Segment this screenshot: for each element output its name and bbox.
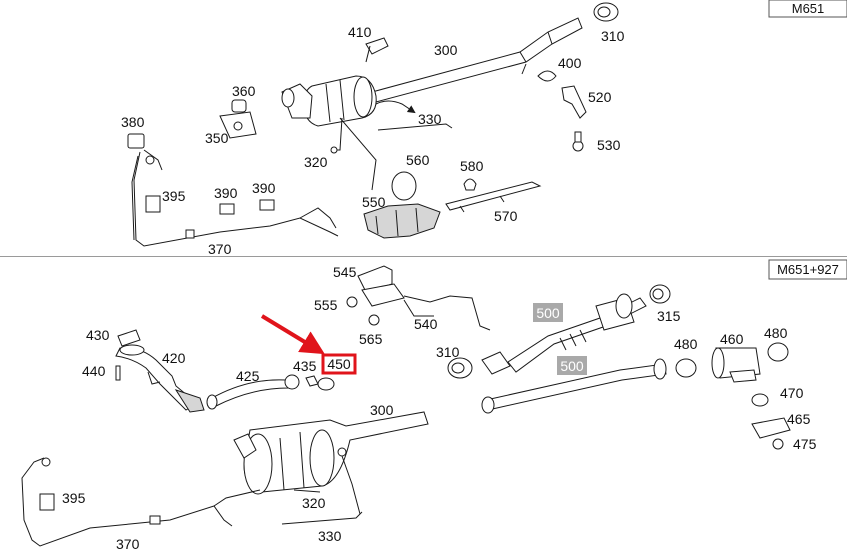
svg-text:M651+927: M651+927 — [777, 262, 839, 277]
section-tag-m651[interactable]: M651 — [768, 0, 847, 18]
part-label-480-b[interactable]: 480 — [674, 336, 698, 352]
part-label-460[interactable]: 460 — [720, 331, 744, 347]
svg-text:450: 450 — [327, 356, 351, 372]
part-label-390-b[interactable]: 390 — [252, 180, 276, 196]
part-label-560[interactable]: 560 — [406, 152, 430, 168]
part-label-540[interactable]: 540 — [414, 316, 438, 332]
part-label-430[interactable]: 430 — [86, 327, 110, 343]
part-label-500-lower[interactable]: 500 — [557, 356, 587, 375]
highlight-arrow — [260, 314, 325, 355]
part-label-520[interactable]: 520 — [588, 89, 612, 105]
top-assembly — [127, 2, 619, 247]
part-label-565[interactable]: 565 — [359, 331, 383, 347]
part-label-470[interactable]: 470 — [780, 385, 804, 401]
part-label-395[interactable]: 395 — [62, 490, 86, 506]
labels-top: 410 300 310 400 520 530 330 360 350 380 … — [121, 24, 625, 257]
part-label-330[interactable]: 330 — [318, 528, 342, 544]
part-label-475[interactable]: 475 — [793, 436, 817, 452]
part-label-370[interactable]: 370 — [116, 536, 140, 552]
part-label-330[interactable]: 330 — [418, 111, 442, 127]
part-label-310[interactable]: 310 — [436, 344, 460, 360]
part-label-555[interactable]: 555 — [314, 297, 338, 313]
part-label-425[interactable]: 425 — [236, 368, 260, 384]
part-label-350[interactable]: 350 — [205, 130, 229, 146]
part-label-530[interactable]: 530 — [597, 137, 621, 153]
part-label-450-highlighted[interactable]: 450 — [321, 353, 357, 375]
part-label-370[interactable]: 370 — [208, 241, 232, 257]
part-label-395[interactable]: 395 — [162, 188, 186, 204]
part-label-310[interactable]: 310 — [601, 28, 625, 44]
part-label-315[interactable]: 315 — [657, 308, 681, 324]
part-label-380[interactable]: 380 — [121, 114, 145, 130]
part-label-435[interactable]: 435 — [293, 358, 317, 374]
labels-bottom: 545 555 565 540 500 500 315 460 480 480 … — [62, 264, 817, 552]
part-label-580[interactable]: 580 — [460, 158, 484, 174]
part-label-480-a[interactable]: 480 — [764, 325, 788, 341]
part-label-360[interactable]: 360 — [232, 83, 256, 99]
part-label-320[interactable]: 320 — [304, 154, 328, 170]
part-label-300[interactable]: 300 — [434, 42, 458, 58]
part-label-465[interactable]: 465 — [787, 411, 811, 427]
part-label-420[interactable]: 420 — [162, 350, 186, 366]
part-label-500-upper[interactable]: 500 — [533, 303, 563, 322]
svg-text:500: 500 — [560, 358, 584, 374]
part-label-300[interactable]: 300 — [370, 402, 394, 418]
section-tag-m651-927[interactable]: M651+927 — [768, 259, 847, 280]
bottom-assembly — [21, 265, 791, 547]
svg-text:M651: M651 — [792, 1, 825, 16]
part-label-440[interactable]: 440 — [82, 363, 106, 379]
part-label-390-a[interactable]: 390 — [214, 185, 238, 201]
part-label-400[interactable]: 400 — [558, 55, 582, 71]
part-label-320[interactable]: 320 — [302, 495, 326, 511]
part-label-545[interactable]: 545 — [333, 264, 357, 280]
svg-text:500: 500 — [536, 305, 560, 321]
part-label-410[interactable]: 410 — [348, 24, 372, 40]
part-label-550[interactable]: 550 — [362, 194, 386, 210]
part-label-570[interactable]: 570 — [494, 208, 518, 224]
